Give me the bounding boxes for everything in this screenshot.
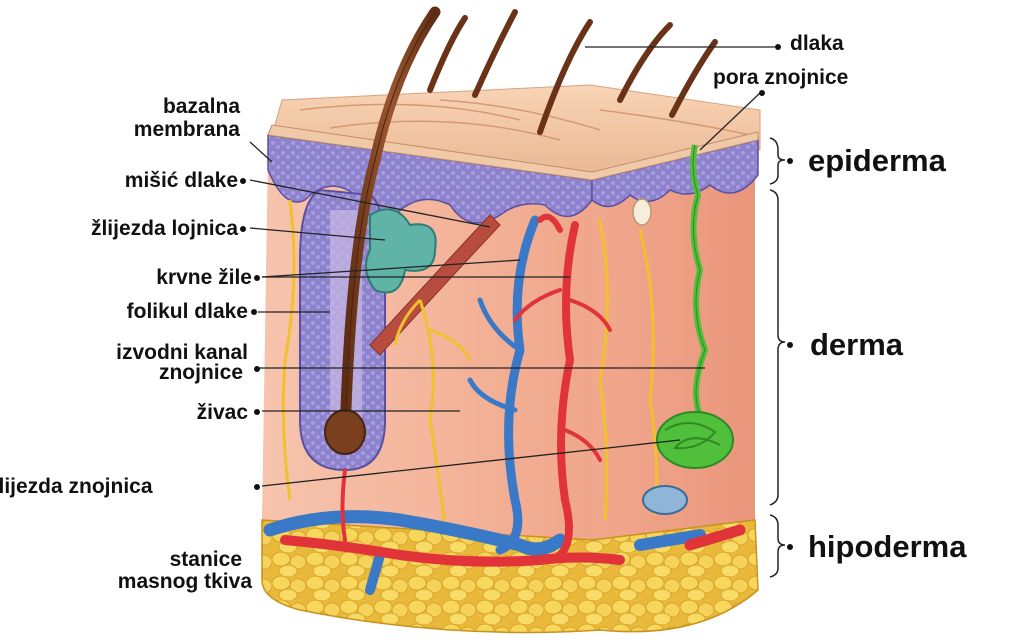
label-dlaka: dlaka [790, 33, 844, 54]
label-zlijezda-znojnica: žlijezda znojnica [0, 476, 153, 497]
layer-label-hipoderma: hipoderma [808, 531, 966, 562]
layer-label-derma: derma [810, 329, 903, 360]
label-pora-znojnice: pora znojnice [713, 67, 848, 88]
pacinian-corpuscle [643, 486, 687, 514]
meissner-corpuscle [633, 199, 651, 225]
dermis-side [592, 160, 755, 540]
label-bazalna-line2: membrana [100, 119, 240, 140]
label-bazalna-line1: bazalna [120, 96, 240, 117]
hair-bulb [325, 410, 365, 454]
layer-label-epiderma: epiderma [808, 145, 946, 176]
label-folikul-dlake: folikul dlake [40, 301, 248, 322]
label-stanice-line1: stanice [60, 549, 242, 570]
label-izvodni-kanal-line1: izvodni kanal [20, 342, 248, 363]
label-krvne-zile: krvne žile [60, 267, 252, 288]
layer-brackets [770, 138, 785, 577]
label-misic-dlake: mišić dlake [60, 170, 238, 191]
label-izvodni-kanal-line2: znojnice [60, 362, 243, 383]
label-stanice-line2: masnog tkiva [40, 571, 252, 592]
label-zivac: živac [100, 402, 248, 423]
label-zlijezda-lojnica: žlijezda lojnica [0, 218, 238, 239]
